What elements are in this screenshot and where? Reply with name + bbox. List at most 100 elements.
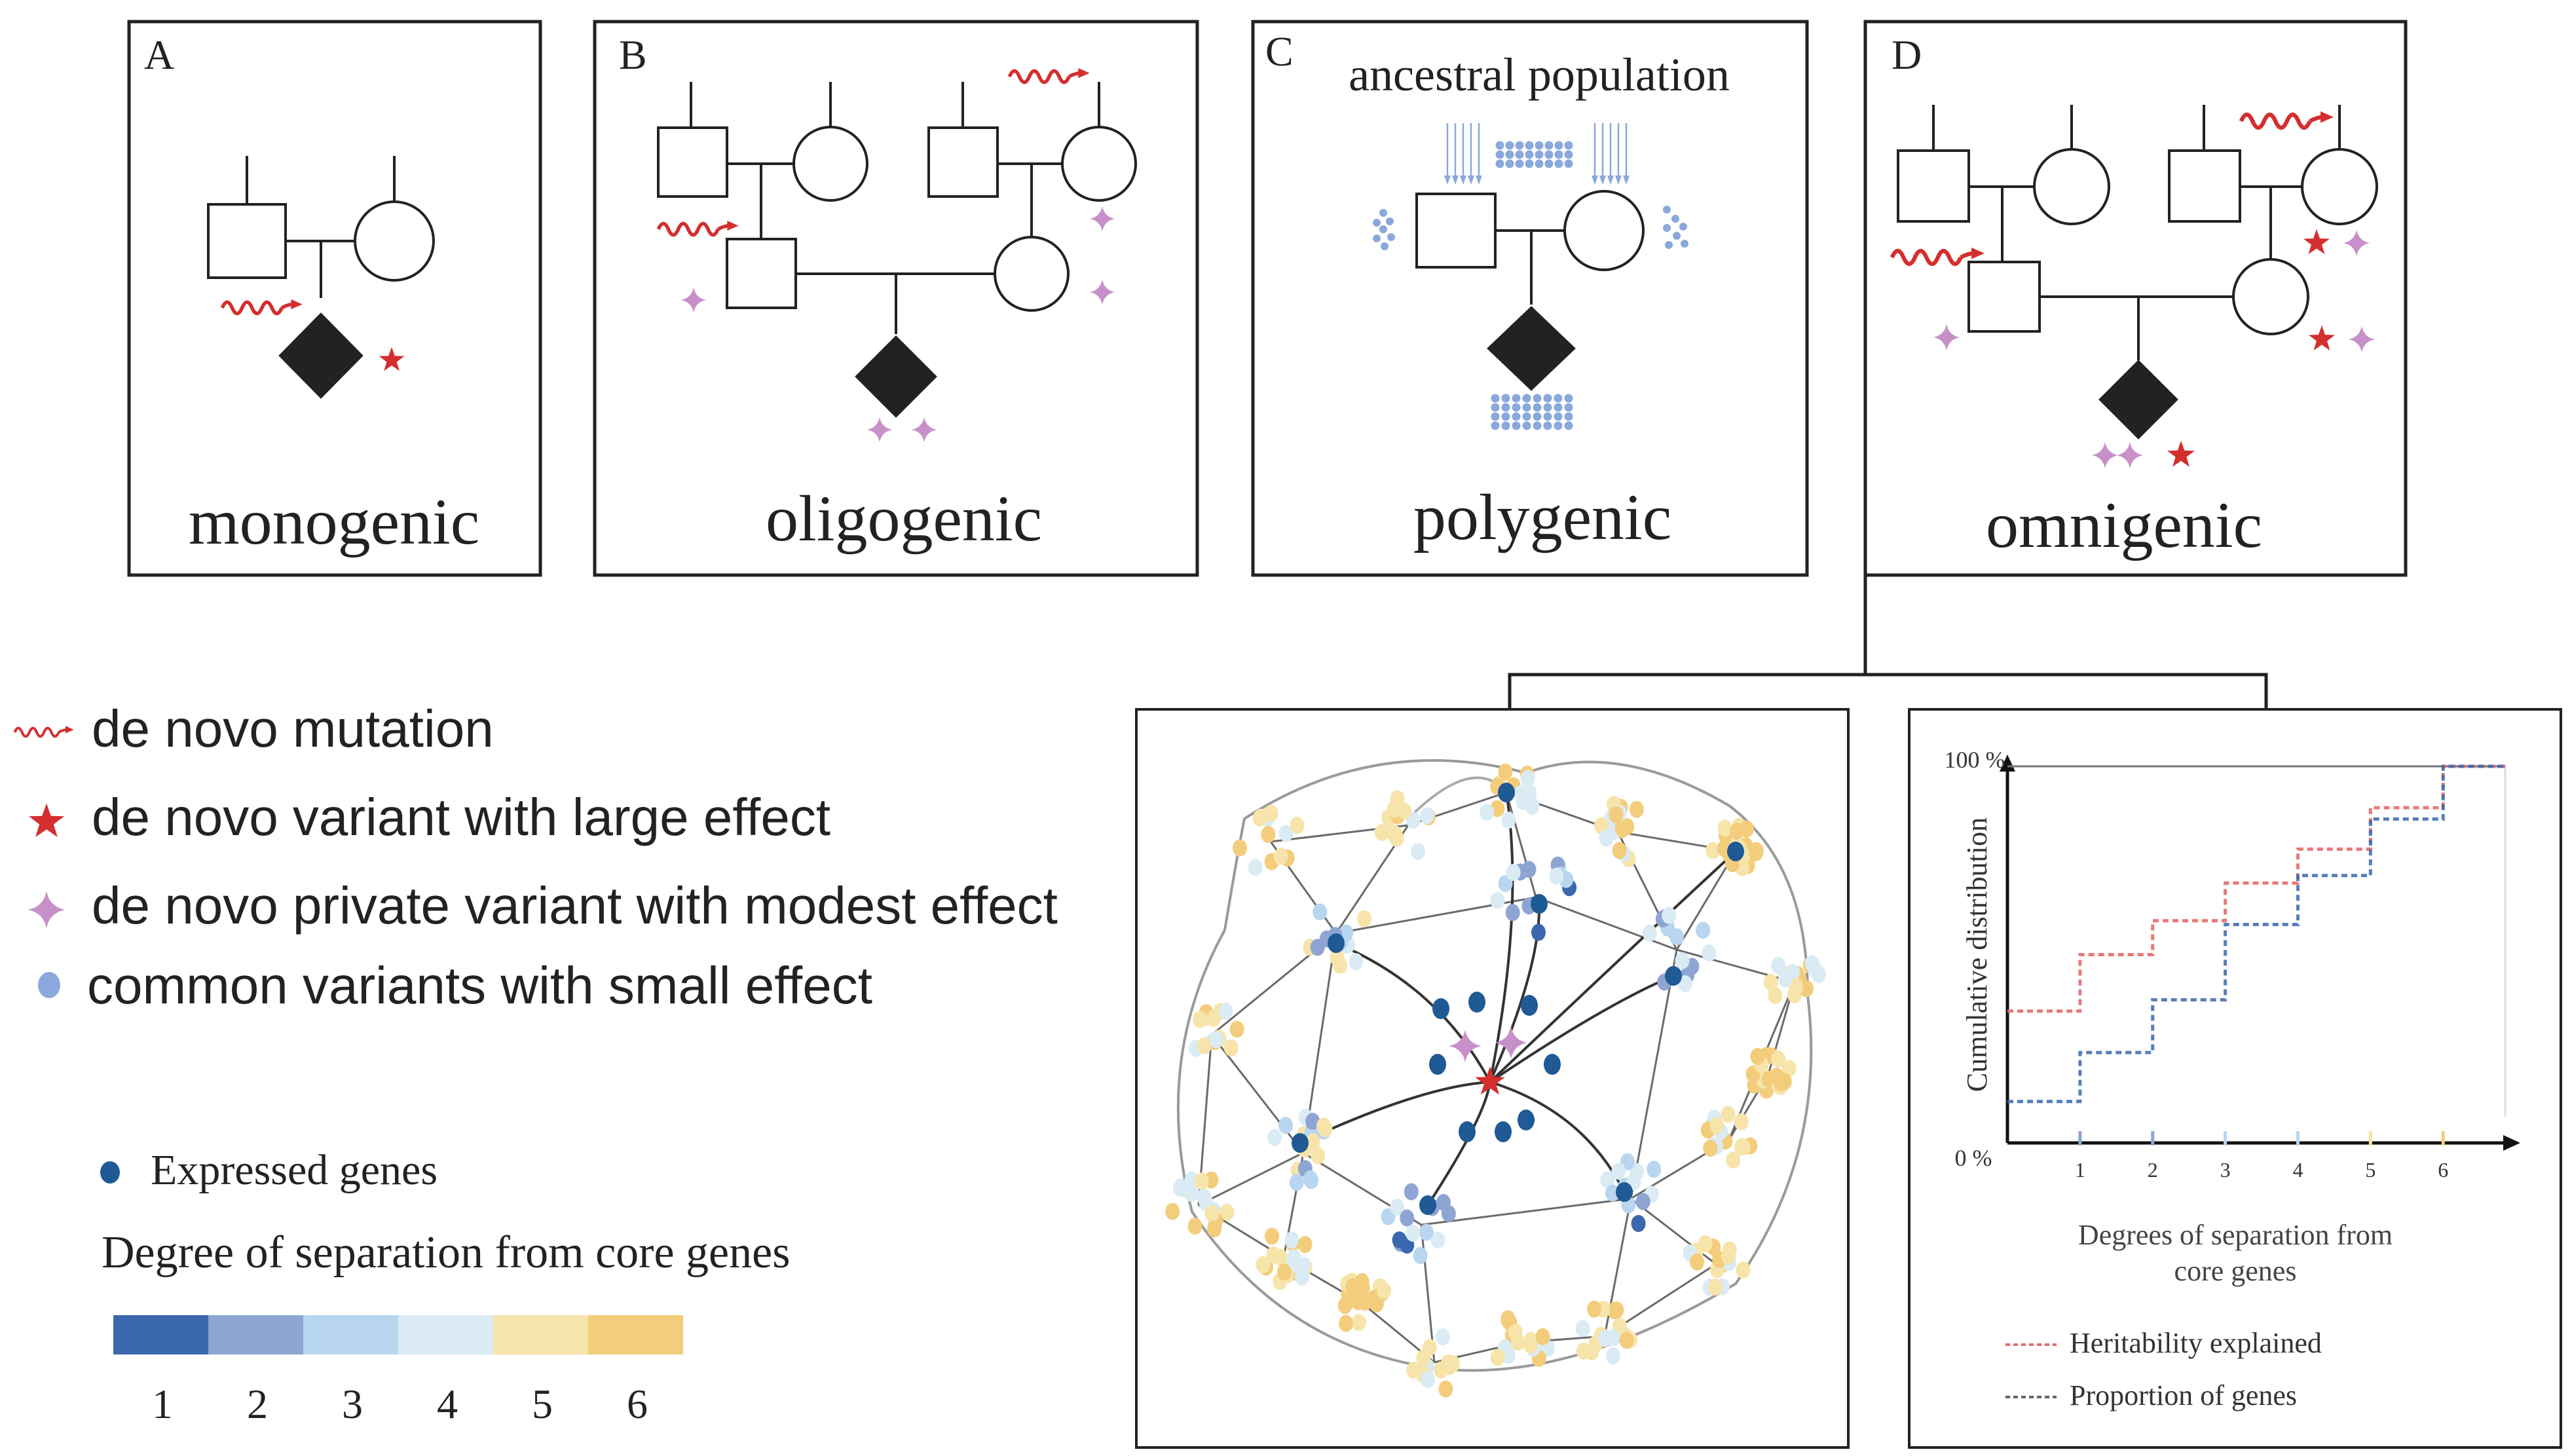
common-variant-dot: [1512, 394, 1521, 403]
common-variant-dot: [1663, 224, 1671, 232]
panel-d-affected-child: [2098, 360, 2178, 439]
gene-dot: [1406, 1362, 1421, 1379]
gene-dot: [1705, 842, 1721, 859]
gene-dot: [1721, 1106, 1736, 1123]
gene-dot: [1377, 1282, 1391, 1299]
gene-dot: [1289, 1174, 1304, 1191]
degree-scale-title: Degree of separation from core genes: [102, 1227, 790, 1278]
gene-dot: [1631, 1215, 1646, 1232]
gene-dot: [1611, 1163, 1626, 1180]
expressed-gene-hub: [1328, 933, 1345, 953]
gene-dot: [1419, 807, 1434, 825]
common-variant-dots: [1373, 141, 1688, 430]
gene-dot: [1587, 1300, 1602, 1318]
common-variant-dot: [1522, 421, 1531, 430]
y-tick-0: 0 %: [1955, 1145, 1992, 1171]
panel-c-pedigree: [1415, 190, 1645, 391]
common-variant-dot: [1491, 403, 1500, 412]
common-variant-dot: [1512, 412, 1521, 421]
common-variant-dot: [1533, 421, 1542, 430]
gene-dot: [1609, 1301, 1624, 1319]
gene-dot: [1339, 1315, 1354, 1332]
degree-swatch-4: [398, 1315, 493, 1354]
common-variant-dot: [1554, 394, 1563, 403]
degree-swatch-3: [303, 1315, 398, 1354]
expressed-gene-hub: [1531, 894, 1548, 914]
gene-dot: [1406, 1224, 1421, 1242]
common-variant-dot: [1554, 159, 1563, 168]
panel-b: B oligogenic: [593, 20, 1199, 577]
legend-mutation-label: de novo mutation: [92, 700, 494, 758]
chart-panel-frame: [1908, 708, 2562, 1449]
gene-dot: [1501, 812, 1516, 829]
gene-dot: [1253, 808, 1268, 826]
ancestral-arrow-head: [1444, 176, 1451, 185]
gene-dot: [1233, 839, 1247, 857]
gene-dot: [1193, 1011, 1208, 1028]
gene-dot: [1635, 1193, 1650, 1210]
gene-dot: [1605, 1184, 1620, 1202]
expressed-gene-dot: [1459, 1121, 1476, 1142]
common-variant-dot: [1501, 403, 1510, 412]
common-variant-dot: [1505, 141, 1514, 150]
common-variant-dot: [1522, 403, 1531, 412]
gene-dot: [1261, 826, 1276, 843]
de-novo-mutation-icon: [14, 726, 73, 736]
common-variant-dot: [1501, 412, 1510, 421]
gene-dot: [1369, 1295, 1384, 1313]
common-variant-dot: [1495, 150, 1504, 159]
network-edge: [1421, 1197, 1631, 1226]
gene-dot: [1390, 1199, 1405, 1216]
x-tick-4: 4: [2292, 1158, 2303, 1182]
gene-dot: [1273, 1248, 1288, 1266]
gene-dot: [1599, 829, 1614, 847]
gene-dot: [1284, 1231, 1299, 1249]
gene-dot: [1490, 1349, 1505, 1366]
common-variant-dot: [1535, 141, 1544, 150]
common-variant-dot: [1535, 159, 1544, 168]
y-axis-label: Cumulative distribution: [1961, 817, 1993, 1092]
common-variant-dot: [1491, 394, 1500, 403]
gene-dot: [1709, 1117, 1724, 1134]
gene-dot: [1696, 922, 1711, 939]
core-link: [1335, 942, 1491, 1083]
gene-dot: [1535, 1328, 1550, 1345]
common-variant-dot: [1522, 412, 1531, 421]
common-variant-dot: [1554, 421, 1563, 430]
gene-dot: [1273, 848, 1288, 865]
gene-dot: [1218, 1003, 1233, 1020]
gene-dot: [1789, 978, 1804, 996]
affected-child-diamond: [278, 312, 363, 399]
common-variant-dot: [1515, 159, 1524, 168]
gene-dot: [1400, 1209, 1415, 1227]
common-variant-dot: [1533, 412, 1542, 421]
core-link: [1489, 975, 1674, 1083]
gene-dot: [1619, 1332, 1634, 1349]
panel-c-letter: C: [1265, 28, 1294, 75]
panel-a-pedigree: [207, 156, 435, 399]
legend-large-label: de novo variant with large effect: [92, 788, 830, 846]
gene-dot: [1600, 1171, 1615, 1189]
ancestral-arrow-head: [1592, 176, 1598, 185]
series-line-heritability: [2007, 764, 2506, 1013]
network-legend: Expressed genes Degree of separation fro…: [100, 1146, 790, 1427]
common-variant-dot: [1564, 394, 1573, 403]
common-variant-dot: [1505, 150, 1514, 159]
gene-dot: [1584, 1343, 1599, 1360]
father-square: [207, 203, 287, 279]
common-variant-dot: [1512, 403, 1521, 412]
gene-dot: [1614, 819, 1630, 837]
common-variant-dot: [1386, 217, 1394, 225]
legend-label-1: Proportion of genes: [2070, 1379, 2297, 1411]
panel-a-letter: A: [144, 31, 174, 78]
gene-dot: [1480, 804, 1495, 821]
gene-dot: [1229, 1020, 1244, 1038]
gene-dot: [1311, 1147, 1326, 1165]
gene-dot: [1209, 1031, 1224, 1049]
common-variant-dot: [1515, 150, 1524, 159]
ancestral-input-arrows: [1444, 123, 1630, 185]
gene-dot: [1220, 1203, 1235, 1221]
gene-dot: [1531, 924, 1546, 941]
large-effect-star-icon: [28, 803, 65, 837]
